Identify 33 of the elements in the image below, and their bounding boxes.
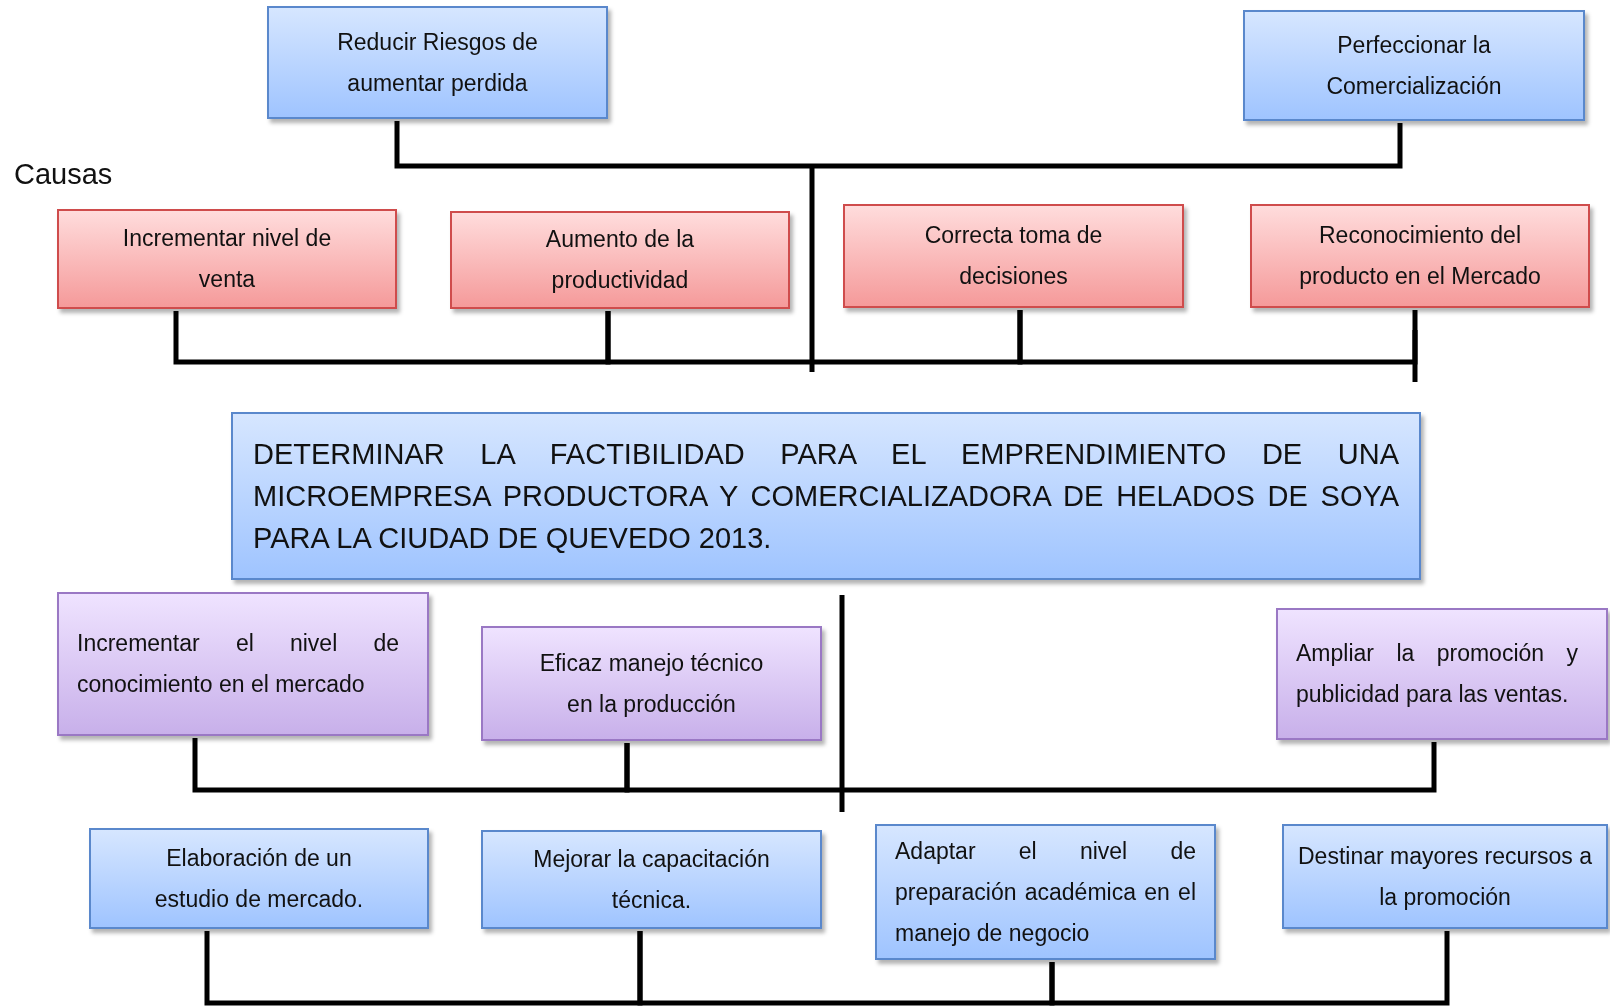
- connector-line: [1049, 931, 1450, 1006]
- box-text: Correcta toma de decisiones: [923, 221, 1104, 291]
- box-text: Destinar mayores recursos a la promoción: [1297, 841, 1593, 912]
- box-text: DETERMINAR LA FACTIBILIDAD PARA EL EMPRENDIMIENTO DE UNA MICROEMPRESA PRODUCTORA Y COMERCIALIZADORA DE HELADOS DE SOYA PARA LA CIUDAD DE QUEVEDO 2013.: [252, 437, 1400, 556]
- box-text: Mejorar la capacitación técnica.: [532, 844, 771, 915]
- box-text: Aumento de la productividad: [544, 225, 696, 295]
- box-text: Ampliar la promoción y publicidad para las ventas.: [1295, 639, 1579, 709]
- connector-line: [624, 742, 1437, 793]
- box-text: Reconocimiento del producto en el Mercado: [1298, 221, 1542, 291]
- text-box: [481, 626, 822, 741]
- text-box: [1250, 204, 1590, 308]
- section-label: Causas: [14, 158, 113, 191]
- text-box: [1276, 608, 1608, 740]
- text-box: [267, 6, 608, 119]
- box-text: Elaboración de un estudio de mercado.: [153, 843, 365, 914]
- text-box: [875, 824, 1216, 960]
- text-box: [1282, 824, 1608, 929]
- box-text: Incrementar nivel de venta: [121, 224, 333, 294]
- text-box: [450, 211, 790, 309]
- title-box: [231, 412, 1421, 580]
- text-box: [57, 592, 429, 736]
- box-text: Reducir Riesgos de aumentar perdida: [336, 27, 539, 98]
- box-text: Adaptar el nivel de preparación académica en el manejo de negocio: [894, 836, 1197, 948]
- box-text: Eficaz manejo técnico en la producción: [538, 648, 765, 719]
- text-box: [89, 828, 429, 929]
- box-text: Incrementar el nivel de conocimiento en el mercado: [76, 629, 400, 699]
- text-box: [843, 204, 1184, 308]
- text-box: [57, 209, 397, 309]
- connector-line: [1017, 310, 1418, 365]
- box-text: Perfeccionar la Comercialización: [1325, 30, 1503, 101]
- text-box: [1243, 10, 1585, 121]
- text-box: [481, 830, 822, 929]
- connector-line: [394, 121, 1403, 169]
